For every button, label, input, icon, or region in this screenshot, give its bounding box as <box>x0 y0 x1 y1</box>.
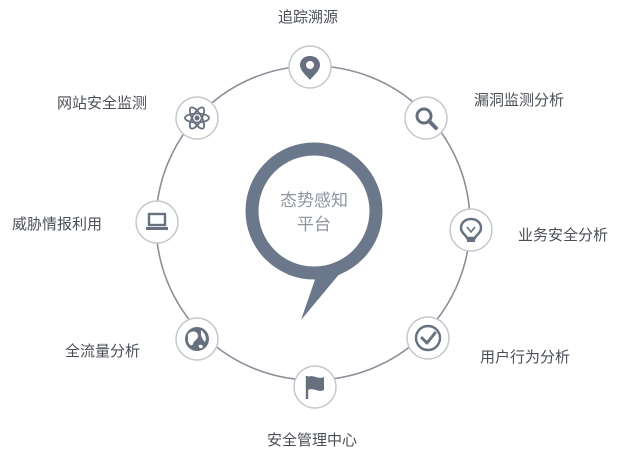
location-pin-icon <box>300 56 320 80</box>
lightbulb-icon <box>459 217 483 242</box>
magnifier-icon <box>415 107 438 130</box>
node-traffic[interactable] <box>175 317 219 361</box>
node-biz[interactable] <box>449 208 493 252</box>
check-badge-icon <box>414 324 442 352</box>
label-vuln: 漏洞监测分析 <box>474 91 565 109</box>
label-traffic: 全流量分析 <box>65 342 141 360</box>
label-mgmt: 安全管理中心 <box>267 431 358 449</box>
globe-icon <box>185 327 209 351</box>
label-trace: 追踪溯源 <box>278 8 339 26</box>
node-mgmt[interactable] <box>293 365 337 409</box>
node-user[interactable] <box>406 316 450 360</box>
node-threat[interactable] <box>135 200 179 244</box>
center-bubble <box>245 142 383 320</box>
label-threat: 威胁情报利用 <box>12 215 103 233</box>
label-biz: 业务安全分析 <box>518 226 609 244</box>
node-website[interactable] <box>175 96 219 140</box>
atom-icon <box>184 106 210 130</box>
node-trace[interactable] <box>288 45 332 89</box>
node-vuln[interactable] <box>404 96 448 140</box>
center-title-line2: 平台 <box>297 215 331 235</box>
flag-icon <box>305 376 324 399</box>
center-title-line1: 态势感知 <box>280 191 348 211</box>
laptop-icon <box>146 212 168 230</box>
label-user: 用户行为分析 <box>480 348 571 366</box>
label-website: 网站安全监测 <box>57 94 148 112</box>
